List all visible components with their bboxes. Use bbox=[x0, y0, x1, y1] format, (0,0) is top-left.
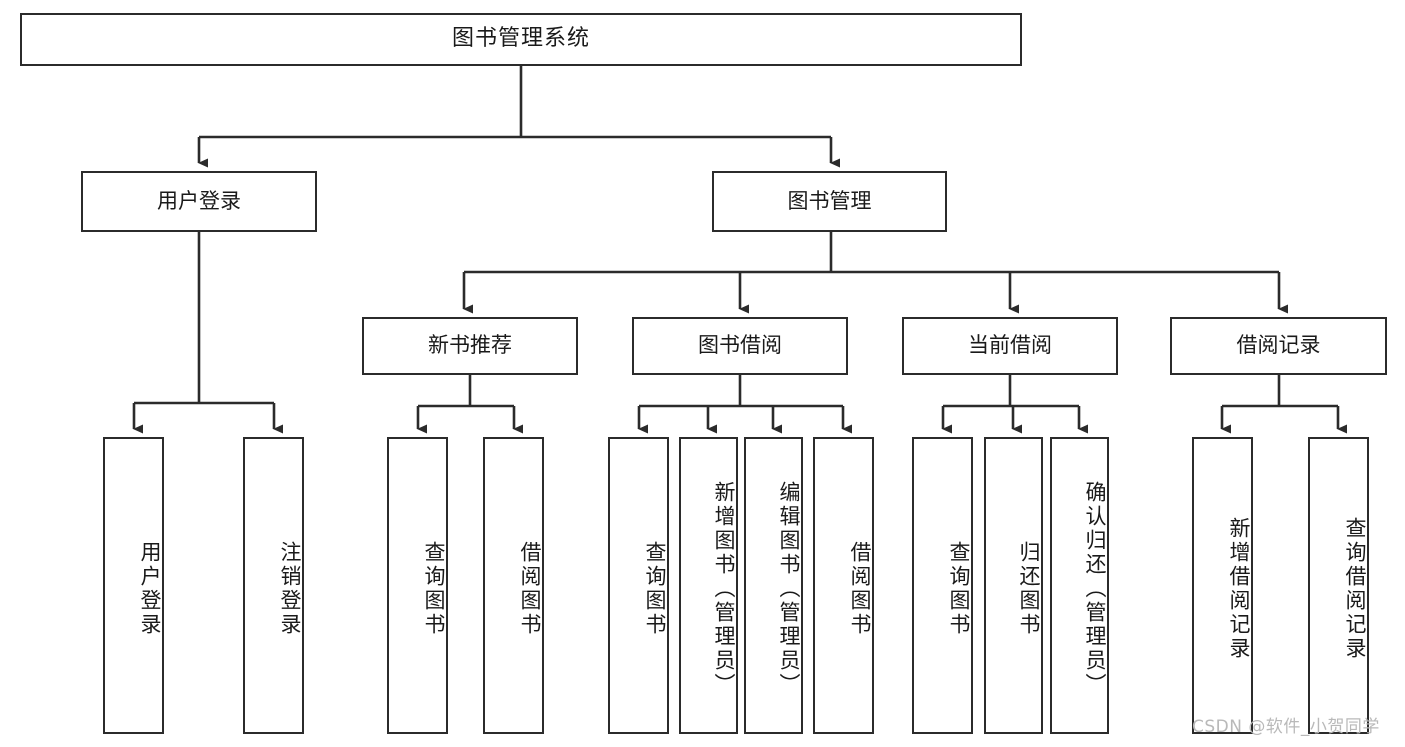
node-label: 图书管理系统 bbox=[451, 26, 590, 52]
node-current-borrow[interactable]: 当前借阅 bbox=[902, 317, 1118, 375]
node-label: 确认归还（管理员） bbox=[1083, 480, 1107, 697]
node-user-login[interactable]: 用户登录 bbox=[81, 171, 317, 232]
node-new-book-rec[interactable]: 新书推荐 bbox=[362, 317, 578, 375]
node-leaf-add-record[interactable]: 新增借阅记录 bbox=[1192, 437, 1253, 734]
node-leaf-user-logout[interactable]: 注销登录 bbox=[243, 437, 304, 734]
node-label: 查询图书 bbox=[643, 540, 667, 637]
node-leaf-borrow-book-1[interactable]: 借阅图书 bbox=[483, 437, 544, 734]
node-book-manage[interactable]: 图书管理 bbox=[712, 171, 947, 232]
node-label: 查询图书 bbox=[422, 540, 446, 637]
node-leaf-query-book-2[interactable]: 查询图书 bbox=[608, 437, 669, 734]
node-root-system[interactable]: 图书管理系统 bbox=[20, 13, 1022, 66]
node-label: 注销登录 bbox=[278, 540, 302, 637]
node-label: 新增图书（管理员） bbox=[712, 480, 736, 697]
node-leaf-edit-book[interactable]: 编辑图书（管理员） bbox=[744, 437, 803, 734]
node-label: 查询借阅记录 bbox=[1343, 516, 1367, 661]
node-label: 用户登录 bbox=[138, 540, 162, 637]
node-label: 归还图书 bbox=[1017, 540, 1041, 637]
node-leaf-query-book-1[interactable]: 查询图书 bbox=[387, 437, 448, 734]
csdn-watermark: CSDN @软件_小贺同学 bbox=[1192, 717, 1380, 737]
node-label: 借阅图书 bbox=[848, 540, 872, 637]
node-label: 用户登录 bbox=[157, 188, 241, 213]
node-leaf-borrow-book-2[interactable]: 借阅图书 bbox=[813, 437, 874, 734]
node-leaf-confirm-return[interactable]: 确认归还（管理员） bbox=[1050, 437, 1109, 734]
node-label: 编辑图书（管理员） bbox=[777, 480, 801, 697]
node-leaf-return-book[interactable]: 归还图书 bbox=[984, 437, 1043, 734]
node-label: 当前借阅 bbox=[968, 333, 1052, 358]
node-label: 图书借阅 bbox=[698, 333, 782, 358]
node-label: 借阅图书 bbox=[518, 540, 542, 637]
node-leaf-user-login[interactable]: 用户登录 bbox=[103, 437, 164, 734]
node-book-borrow[interactable]: 图书借阅 bbox=[632, 317, 848, 375]
node-label: 新增借阅记录 bbox=[1227, 516, 1251, 661]
node-label: 图书管理 bbox=[787, 188, 872, 213]
node-leaf-query-book-3[interactable]: 查询图书 bbox=[912, 437, 973, 734]
node-leaf-query-record[interactable]: 查询借阅记录 bbox=[1308, 437, 1369, 734]
node-leaf-add-book[interactable]: 新增图书（管理员） bbox=[679, 437, 738, 734]
node-label: 借阅记录 bbox=[1236, 333, 1321, 358]
node-label: 新书推荐 bbox=[428, 333, 512, 358]
node-borrow-record[interactable]: 借阅记录 bbox=[1170, 317, 1387, 375]
node-label: 查询图书 bbox=[947, 540, 971, 637]
